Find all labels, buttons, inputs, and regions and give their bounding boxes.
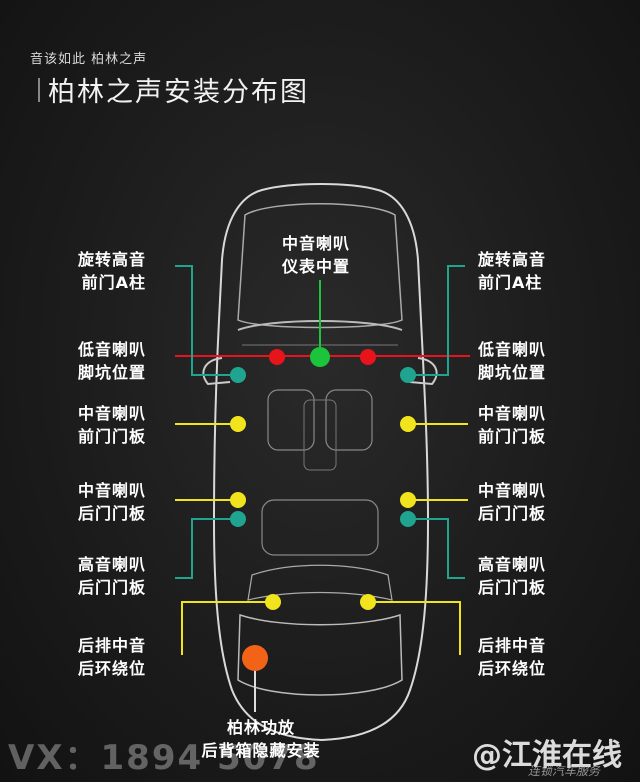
label-right-front-mid: 中音喇叭前门门板	[478, 404, 547, 446]
car-outline	[202, 183, 438, 742]
label-center-mid: 中音喇叭仪表中置	[282, 234, 351, 276]
line-right-tweeter-a	[408, 265, 465, 376]
line-right-rear-tweeter	[408, 518, 465, 579]
dot-left-rear-surround	[265, 594, 281, 610]
label-right-tweeter-a: 旋转高音前门A柱	[478, 250, 547, 292]
page-title: 柏林之声安装分布图	[48, 77, 309, 108]
dot-right-front-mid	[400, 416, 416, 432]
label-left-front-mid: 中音喇叭前门门板	[78, 404, 147, 446]
watermark-contact: VX：1894 5078	[8, 738, 320, 778]
dot-amp	[242, 645, 268, 671]
label-left-woofer: 低音喇叭脚坑位置	[78, 340, 147, 382]
dot-right-rear-mid	[400, 492, 416, 508]
dot-right-woofer	[360, 349, 376, 365]
dot-left-rear-tweeter	[230, 511, 246, 527]
speaker-dots	[230, 347, 416, 671]
dot-center-mid	[310, 347, 330, 367]
label-right-rear-surround: 后排中音后环绕位	[478, 636, 547, 678]
line-right-rear-surround	[368, 601, 461, 655]
dot-left-front-mid	[230, 416, 246, 432]
label-left-rear-tweeter: 高音喇叭后门门板	[78, 555, 147, 597]
dot-left-woofer	[269, 349, 285, 365]
dot-left-tweeter-a	[230, 367, 246, 383]
dot-left-rear-mid	[230, 492, 246, 508]
label-left-rear-surround: 后排中音后环绕位	[78, 636, 147, 678]
watermark-brand-sub: 连锁汽车服务	[528, 764, 601, 778]
title-accent-bar	[38, 78, 40, 102]
label-right-rear-mid: 中音喇叭后门门板	[478, 481, 547, 523]
line-left-rear-surround	[181, 601, 273, 655]
watermark-brand: @江淮在线	[472, 738, 622, 773]
label-left-rear-mid: 中音喇叭后门门板	[78, 481, 147, 523]
dot-right-rear-tweeter	[400, 511, 416, 527]
line-left-tweeter-a	[175, 265, 238, 376]
dot-right-rear-surround	[360, 594, 376, 610]
label-left-tweeter-a: 旋转高音前门A柱	[78, 250, 147, 292]
dot-right-tweeter-a	[400, 367, 416, 383]
label-right-rear-tweeter: 高音喇叭后门门板	[478, 555, 547, 597]
subtitle: 音该如此 柏林之声	[30, 52, 148, 67]
line-left-rear-tweeter	[175, 518, 238, 579]
label-amp: 柏林功放后背箱隐藏安装	[201, 718, 321, 760]
label-right-woofer: 低音喇叭脚坑位置	[478, 340, 547, 382]
